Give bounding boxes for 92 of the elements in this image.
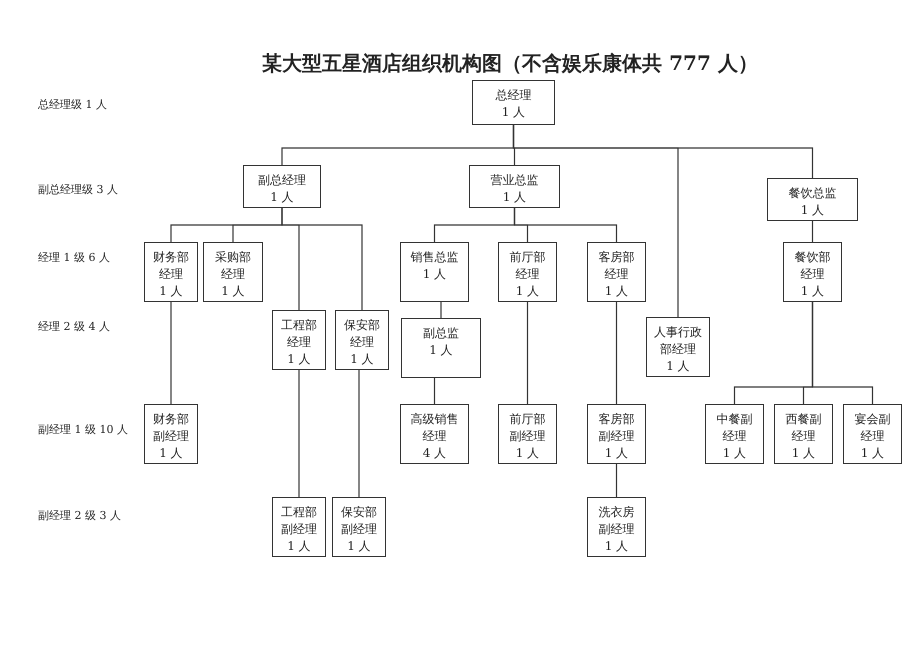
position-title: 副总监 bbox=[422, 325, 460, 342]
position-box bbox=[332, 497, 386, 557]
headcount: 1 人 bbox=[159, 445, 183, 462]
position-title: 保安部经理 bbox=[343, 317, 381, 351]
level-label: 经理 2 级 4 人 bbox=[38, 319, 110, 334]
position-box bbox=[587, 497, 646, 557]
position-title: 副总经理 bbox=[257, 172, 307, 189]
headcount: 1 人 bbox=[287, 351, 311, 368]
position-title: 客房部经理 bbox=[598, 249, 636, 283]
connector-line bbox=[512, 125, 814, 178]
position-box bbox=[469, 165, 560, 208]
position-box bbox=[498, 242, 557, 302]
position-box bbox=[272, 310, 326, 370]
headcount: 1 人 bbox=[422, 266, 446, 283]
headcount: 1 人 bbox=[287, 538, 311, 555]
headcount: 1 人 bbox=[159, 283, 183, 300]
position-title: 财务部副经理 bbox=[152, 411, 190, 445]
connector-line bbox=[514, 208, 618, 242]
position-box bbox=[243, 165, 321, 208]
headcount: 1 人 bbox=[350, 351, 374, 368]
position-title: 餐饮总监 bbox=[788, 185, 838, 202]
position-title: 保安部副经理 bbox=[340, 504, 378, 538]
position-box bbox=[400, 242, 469, 302]
position-title: 客房部副经理 bbox=[598, 411, 636, 445]
level-label: 总经理级 1 人 bbox=[38, 97, 107, 112]
position-box bbox=[843, 404, 902, 464]
connector-line bbox=[434, 378, 436, 404]
headcount: 1 人 bbox=[429, 342, 453, 359]
position-title: 营业总监 bbox=[490, 172, 540, 189]
connector-line bbox=[298, 370, 300, 497]
position-box bbox=[498, 404, 557, 464]
position-title: 宴会副经理 bbox=[854, 411, 892, 445]
headcount: 1 人 bbox=[604, 445, 628, 462]
headcount: 1 人 bbox=[666, 358, 690, 375]
headcount: 1 人 bbox=[347, 538, 371, 555]
position-title: 西餐副经理 bbox=[784, 411, 822, 445]
headcount: 1 人 bbox=[800, 202, 824, 219]
level-label: 副经理 1 级 10 人 bbox=[38, 422, 128, 437]
position-title: 洗衣房副经理 bbox=[598, 504, 636, 538]
position-title: 餐饮部经理 bbox=[794, 249, 832, 283]
connector-line bbox=[170, 302, 172, 404]
headcount: 1 人 bbox=[604, 283, 628, 300]
headcount: 1 人 bbox=[792, 445, 816, 462]
position-box bbox=[783, 242, 842, 302]
position-box bbox=[335, 310, 389, 370]
headcount: 1 人 bbox=[516, 445, 540, 462]
headcount: 1 人 bbox=[800, 283, 824, 300]
connector-line bbox=[616, 302, 618, 404]
position-box bbox=[400, 404, 469, 464]
level-label: 副总经理级 3 人 bbox=[38, 182, 118, 197]
headcount: 1 人 bbox=[722, 445, 746, 462]
position-box bbox=[646, 317, 710, 377]
connector-line bbox=[812, 302, 874, 404]
connector-line bbox=[526, 302, 528, 404]
position-title: 采购部经理 bbox=[214, 249, 252, 283]
connector-line bbox=[358, 370, 360, 497]
headcount: 1 人 bbox=[221, 283, 245, 300]
connector-line bbox=[616, 464, 618, 497]
position-box bbox=[705, 404, 764, 464]
level-label: 经理 1 级 6 人 bbox=[38, 250, 110, 265]
connector-line bbox=[281, 208, 363, 310]
chart-title: 某大型五星酒店组织机构图（不含娱乐康体共 777 人） bbox=[261, 50, 759, 77]
position-title: 财务部经理 bbox=[152, 249, 190, 283]
position-title: 总经理 bbox=[494, 87, 532, 104]
position-box bbox=[587, 242, 646, 302]
position-box bbox=[272, 497, 326, 557]
position-box bbox=[774, 404, 833, 464]
headcount: 1 人 bbox=[516, 283, 540, 300]
position-title: 高级销售经理 bbox=[410, 411, 460, 445]
headcount: 1 人 bbox=[860, 445, 884, 462]
position-title: 前厅部副经理 bbox=[508, 411, 546, 445]
position-title: 工程部经理 bbox=[280, 317, 318, 351]
position-title: 销售总监 bbox=[410, 249, 460, 266]
position-title: 前厅部经理 bbox=[508, 249, 546, 283]
position-box bbox=[472, 80, 555, 125]
position-box bbox=[587, 404, 646, 464]
position-box bbox=[767, 178, 858, 221]
position-title: 工程部副经理 bbox=[280, 504, 318, 538]
position-box bbox=[144, 242, 198, 302]
position-box bbox=[401, 318, 481, 378]
position-box bbox=[144, 404, 198, 464]
headcount: 1 人 bbox=[604, 538, 628, 555]
level-label: 副经理 2 级 3 人 bbox=[38, 508, 121, 523]
headcount: 4 人 bbox=[422, 445, 446, 462]
connector-line bbox=[812, 221, 814, 242]
headcount: 1 人 bbox=[270, 189, 294, 206]
position-title: 人事行政部经理 bbox=[653, 324, 703, 358]
headcount: 1 人 bbox=[502, 189, 526, 206]
headcount: 1 人 bbox=[502, 104, 526, 121]
position-title: 中餐副经理 bbox=[716, 411, 754, 445]
connector-line bbox=[440, 302, 442, 318]
position-box bbox=[203, 242, 263, 302]
